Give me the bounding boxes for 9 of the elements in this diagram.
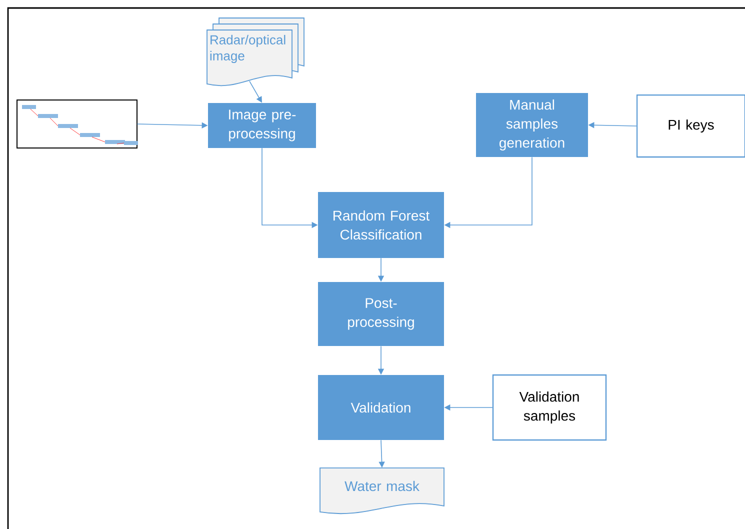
picture (16, 100, 138, 148)
process-box: Image pre-processing (208, 103, 316, 148)
process-box: Post-processing (318, 282, 444, 346)
document-stack: Radar/optical image (206, 18, 304, 86)
process-box: Validation (318, 374, 444, 440)
process-box: Random Forest Classification (318, 192, 444, 258)
input-box: PI keys (636, 94, 745, 158)
process-box: Manual samples generation (476, 93, 588, 157)
input-box: Validation samples (492, 374, 607, 441)
